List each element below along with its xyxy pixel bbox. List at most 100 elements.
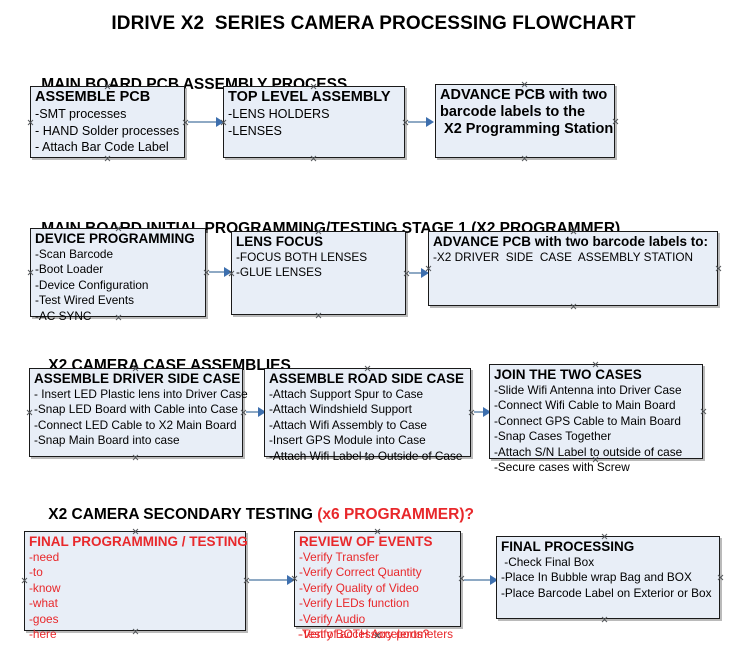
flow-box-heading-line3: X2 Programming Station xyxy=(440,121,614,137)
flow-box-join-the-two-cases[interactable]: JOIN THE TWO CASES -Slide Wifi Antenna i… xyxy=(489,364,703,474)
arrow-head-icon xyxy=(490,575,498,585)
flow-box-content: REVIEW OF EVENTS -Verify Transfer -Verif… xyxy=(299,534,458,642)
flow-box-line: -Test Wired Events xyxy=(35,293,134,308)
flow-box-line: -Scan Barcode xyxy=(35,247,114,261)
flow-box-assemble-driver-side-case[interactable]: ASSEMBLE DRIVER SIDE CASE - Insert LED P… xyxy=(29,368,248,457)
flow-box-line: -FOCUS BOTH LENSES xyxy=(236,250,368,264)
flow-box-line: -Connect Wifi Cable to Main Board xyxy=(494,398,676,413)
flow-box-line: -Device Configuration xyxy=(35,277,149,292)
flow-box-line: -Verify Correct Quantity xyxy=(299,565,422,580)
connector-arrow xyxy=(409,272,423,274)
section-title-text: X2 CAMERA SECONDARY TESTING xyxy=(48,506,318,523)
connector-arrow xyxy=(474,411,485,413)
flow-box-content: JOIN THE TWO CASES -Slide Wifi Antenna i… xyxy=(494,367,700,475)
flow-box-line: -X2 DRIVER SIDE CASE ASSEMBLY STATION xyxy=(433,250,694,264)
connector-arrow xyxy=(249,579,289,581)
flow-box-line: -SMT processes xyxy=(35,107,127,121)
connector-arrow xyxy=(188,121,218,123)
flow-box-content: DEVICE PROGRAMMING -Scan Barcode -Boot L… xyxy=(35,231,203,324)
flow-box-line: -Attach Windshield Support xyxy=(269,402,412,417)
flow-box-line: - Insert LED Plastic lens into Driver Ca… xyxy=(34,387,248,401)
page-title: IDRIVE X2 SERIES CAMERA PROCESSING FLOWC… xyxy=(111,13,636,34)
arrow-head-icon xyxy=(426,117,434,127)
flow-box-line: -LENS HOLDERS xyxy=(228,107,330,121)
flow-box-content: ASSEMBLE ROAD SIDE CASE -Attach Support … xyxy=(269,371,468,464)
flow-box-line: -Verify Quality of Video xyxy=(299,580,419,595)
arrow-head-icon xyxy=(224,267,232,277)
arrow-head-icon xyxy=(287,575,295,585)
flow-box-line: -Secure cases with Screw xyxy=(494,460,630,475)
flow-box-line: -Verify Audio xyxy=(299,611,366,626)
arrow-head-icon xyxy=(421,268,429,278)
flow-box-line: -to xyxy=(29,565,43,580)
flow-box-content: ASSEMBLE PCB -SMT processes - HAND Solde… xyxy=(35,89,182,156)
flow-box-line: -know xyxy=(29,580,61,595)
flow-box-line: -GLUE LENSES xyxy=(236,265,322,280)
flow-box-line: -Connect LED Cable to X2 Main Board xyxy=(34,417,237,432)
flow-box-line: -what xyxy=(29,596,58,611)
flow-box-line: -AC SYNC xyxy=(35,308,92,323)
flow-box-line: -need xyxy=(29,550,60,564)
flow-box-advance-pcb-programming-station[interactable]: ADVANCE PCB with two barcode labels to t… xyxy=(435,84,615,158)
flow-box-line: -LENSES xyxy=(228,123,282,138)
flow-box-content: ADVANCE PCB with two barcode labels to t… xyxy=(440,87,614,138)
flow-box-line: -Insert GPS Module into Case xyxy=(269,433,426,448)
flow-box-heading: TOP LEVEL ASSEMBLY xyxy=(228,89,391,105)
flow-box-heading: ASSEMBLE PCB xyxy=(35,89,151,105)
flow-box-advance-pcb-driver-side-station[interactable]: ADVANCE PCB with two barcode labels to: … xyxy=(428,231,718,306)
flow-box-content: FINAL PROGRAMMING / TESTING -need -to -k… xyxy=(29,534,248,642)
flow-box-line: -here xyxy=(29,627,57,642)
flow-box-line: -Snap LED Board with Cable into Case xyxy=(34,402,238,417)
flow-box-heading-line2: barcode labels to the xyxy=(440,104,586,120)
flow-box-heading: LENS FOCUS xyxy=(236,234,324,249)
flow-box-content: TOP LEVEL ASSEMBLY -LENS HOLDERS -LENSES xyxy=(228,89,402,139)
flow-box-line: - Attach Bar Code Label xyxy=(35,140,169,154)
flow-box-top-level-assembly[interactable]: TOP LEVEL ASSEMBLY -LENS HOLDERS -LENSES xyxy=(223,86,405,158)
flow-box-line: -Connect GPS Cable to Main Board xyxy=(494,413,681,428)
flow-box-line: -Attach Wifi Label to Outside of Case xyxy=(269,448,463,463)
connector-arrow xyxy=(209,271,226,273)
flow-box-review-of-events[interactable]: REVIEW OF EVENTS -Verify Transfer -Verif… xyxy=(294,531,461,641)
flow-box-content: FINAL PROCESSING -Check Final Box -Place… xyxy=(501,539,717,601)
flow-box-content: LENS FOCUS -FOCUS BOTH LENSES -GLUE LENS… xyxy=(236,234,403,281)
section-title-accent: (x6 PROGRAMMER)? xyxy=(317,506,474,523)
flow-box-line: -Check Final Box xyxy=(501,555,595,569)
flow-box-line: -Slide Wifi Antenna into Driver Case xyxy=(494,383,682,397)
flow-box-content: ADVANCE PCB with two barcode labels to: … xyxy=(433,234,715,265)
flow-box-line: -Place Barcode Label on Exterior or Box xyxy=(501,585,712,600)
flow-box-overflow-line: -Test of accessory ports? xyxy=(298,627,430,641)
flow-box-line: - HAND Solder processes xyxy=(35,123,180,138)
flow-box-lens-focus[interactable]: LENS FOCUS -FOCUS BOTH LENSES -GLUE LENS… xyxy=(231,231,406,315)
flow-box-heading: REVIEW OF EVENTS xyxy=(299,534,433,549)
flow-box-line: -Attach Support Spur to Case xyxy=(269,387,424,401)
flow-box-device-programming[interactable]: DEVICE PROGRAMMING -Scan Barcode -Boot L… xyxy=(30,228,206,323)
flow-box-assemble-road-side-case[interactable]: ASSEMBLE ROAD SIDE CASE -Attach Support … xyxy=(264,368,471,463)
flow-box-heading: ASSEMBLE ROAD SIDE CASE xyxy=(269,371,465,386)
flow-box-line: -Snap Main Board into case xyxy=(34,433,180,448)
flow-box-line: -Verify Transfer xyxy=(299,550,379,564)
flow-box-heading: ADVANCE PCB with two xyxy=(440,87,608,103)
flow-box-line: -Verify LEDs function xyxy=(299,596,410,611)
flow-box-line: -Snap Cases Together xyxy=(494,429,612,444)
flow-box-heading: FINAL PROGRAMMING / TESTING xyxy=(29,534,248,549)
flow-box-heading: JOIN THE TWO CASES xyxy=(494,367,642,382)
flow-box-heading: ADVANCE PCB with two barcode labels to: xyxy=(433,234,709,249)
connector-arrow xyxy=(408,121,428,123)
flow-box-line: -goes xyxy=(29,611,59,626)
flow-box-content: ASSEMBLE DRIVER SIDE CASE - Insert LED P… xyxy=(34,371,248,449)
arrow-head-icon xyxy=(216,117,224,127)
flow-box-heading: ASSEMBLE DRIVER SIDE CASE xyxy=(34,371,241,386)
flow-box-line: -Boot Loader xyxy=(35,262,104,277)
section-title-x2-camera-secondary-testing: X2 CAMERA SECONDARY TESTING (x6 PROGRAMM… xyxy=(31,488,474,542)
flow-box-line: -Place In Bubble wrap Bag and BOX xyxy=(501,570,692,585)
flow-box-heading: DEVICE PROGRAMMING xyxy=(35,231,195,246)
connector-arrow xyxy=(246,411,260,413)
connector-arrow xyxy=(464,579,492,581)
flow-box-final-programming-testing[interactable]: FINAL PROGRAMMING / TESTING -need -to -k… xyxy=(24,531,248,641)
flow-box-line: -Verify BOTH Accelerometers xyxy=(299,627,454,642)
flow-box-final-processing[interactable]: FINAL PROCESSING -Check Final Box -Place… xyxy=(496,536,720,619)
arrow-head-icon xyxy=(258,407,266,417)
flow-box-assemble-pcb[interactable]: ASSEMBLE PCB -SMT processes - HAND Solde… xyxy=(30,86,185,158)
flow-box-line: -Attach S/N Label to outside of case xyxy=(494,444,683,459)
